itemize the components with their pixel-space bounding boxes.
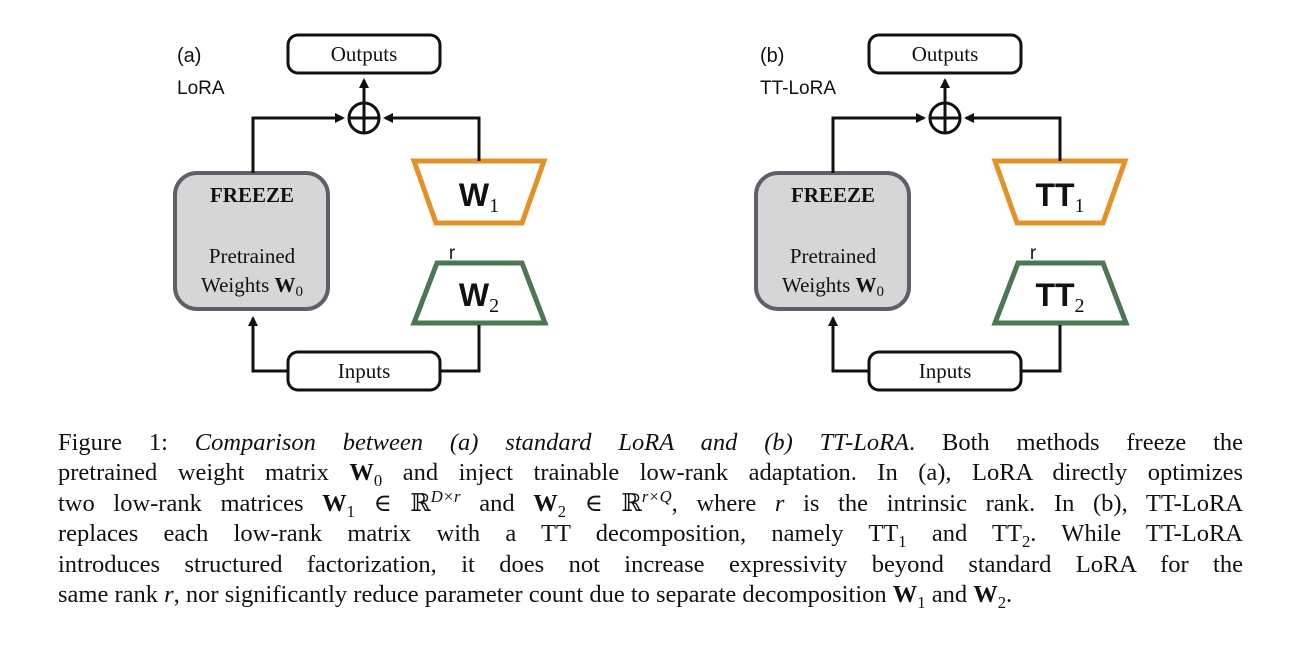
- adapter-w1: [410, 158, 548, 226]
- freeze-label: FREEZE: [791, 183, 875, 207]
- panel-name: TT-LoRA: [760, 78, 836, 99]
- caption-line-3: two low-rank matrices W1 ∈ ℝD×r and W2 ∈…: [58, 486, 1244, 521]
- arrow-inputs-to-freeze: [248, 316, 288, 373]
- panel-lora: (a) LoRA Outputs FREEZE Pretrained Weigh…: [173, 33, 549, 392]
- adapter-tt1: [991, 158, 1129, 226]
- panel-tt-lora: (b) TT-LoRA Outputs FREEZE Pretrained We…: [754, 33, 1130, 392]
- caption-line-4: replaces each low-rank matrix with a TT …: [58, 520, 1243, 552]
- adder-icon: [928, 101, 962, 135]
- outputs-box: [867, 33, 1023, 75]
- pretrained-line1: Pretrained: [209, 244, 296, 268]
- caption-line-5: introduces structured factorization, it …: [58, 550, 1243, 578]
- figure-caption: Figure 1: Comparison between (a) standar…: [58, 428, 1244, 612]
- inputs-label: Inputs: [338, 359, 391, 383]
- arrow-freeze-to-adder: [831, 113, 926, 173]
- adapter-w1-label: W1: [459, 177, 499, 217]
- adapter-w2: [410, 260, 549, 326]
- caption-line-2: pretrained weight matrix W0 and inject t…: [58, 459, 1243, 491]
- arrow-freeze-to-adder: [251, 113, 345, 173]
- adapter-tt2: [991, 260, 1130, 326]
- pretrained-line1: Pretrained: [790, 244, 877, 268]
- outputs-label: Outputs: [331, 42, 398, 66]
- caption-line-6: same rank r, nor significantly reduce pa…: [58, 581, 1013, 612]
- arrow-w1-to-adder: [383, 113, 481, 161]
- line-inputs-to-tt2: [1021, 325, 1062, 373]
- inputs-label: Inputs: [919, 359, 972, 383]
- panel-name: LoRA: [177, 78, 225, 99]
- pretrained-line2: Weights W0: [201, 273, 303, 300]
- panel-tag: (a): [177, 45, 201, 67]
- adapter-w2-label: W2: [459, 277, 499, 317]
- freeze-label: FREEZE: [210, 183, 294, 207]
- adapter-tt1-label: TT1: [1035, 177, 1084, 217]
- rank-label: r: [1030, 243, 1037, 264]
- line-inputs-to-w2: [440, 325, 481, 373]
- outputs-label: Outputs: [912, 42, 979, 66]
- caption-line-1: Figure 1: Comparison between (a) standar…: [58, 429, 1243, 456]
- pretrained-line2: Weights W0: [782, 273, 884, 300]
- arrow-inputs-to-freeze: [828, 316, 869, 373]
- adder-icon: [347, 101, 381, 135]
- outputs-box: [286, 33, 442, 75]
- arrow-tt1-to-adder: [964, 113, 1062, 161]
- adapter-tt2-label: TT2: [1035, 277, 1084, 317]
- rank-label: r: [449, 243, 456, 264]
- panel-tag: (b): [760, 45, 784, 67]
